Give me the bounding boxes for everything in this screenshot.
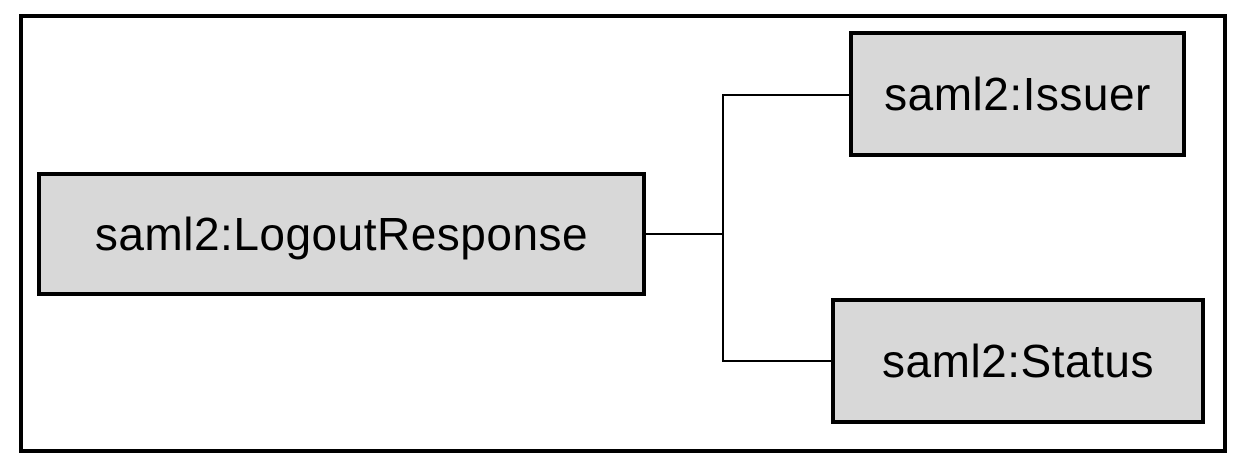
connector-trunk [722,94,724,362]
node-issuer: saml2:Issuer [849,31,1186,157]
connector-root-to-trunk [644,233,724,235]
node-status: saml2:Status [831,298,1205,424]
node-status-label: saml2:Status [882,335,1154,387]
node-logout-response-label: saml2:LogoutResponse [94,208,589,260]
diagram-frame [19,14,1227,453]
node-issuer-label: saml2:Issuer [884,68,1151,120]
connector-to-status [722,360,832,362]
connector-to-issuer [722,94,850,96]
node-logout-response: saml2:LogoutResponse [37,172,646,296]
